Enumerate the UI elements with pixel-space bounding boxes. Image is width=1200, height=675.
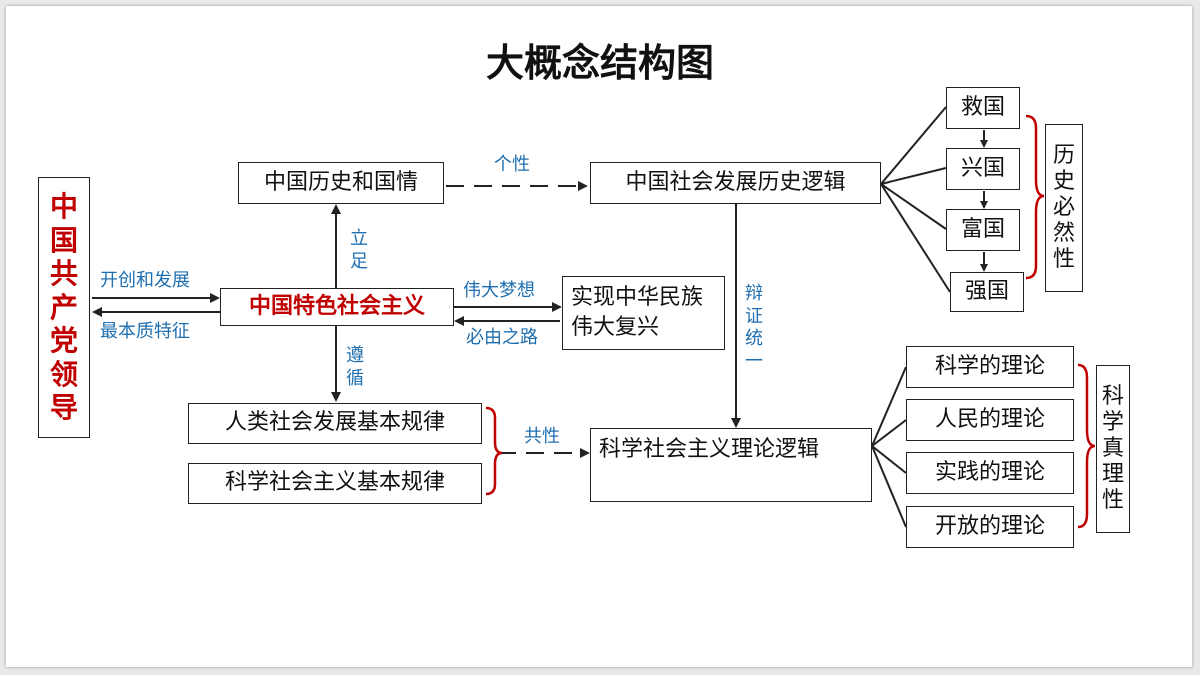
edge-label-foothold: 立足 [350, 228, 368, 272]
socialism-label: 中国特色社会主义 [248, 293, 425, 319]
sci-soc-law-box: 科学社会主义基本规律 [188, 463, 482, 504]
nation-step-label: 强国 [964, 278, 1009, 304]
page-title: 大概念结构图 [485, 41, 714, 85]
socialism-box: 中国特色社会主义 [220, 288, 454, 326]
edge-label-pioneer: 开创和发展 [100, 270, 190, 291]
nation-step-prosper: 兴国 [946, 148, 1020, 190]
nation-step-label: 富国 [960, 216, 1005, 242]
nation-step-label: 救国 [960, 94, 1005, 120]
theory-label: 实践的理论 [934, 459, 1045, 485]
theory-scientific: 科学的理论 [906, 346, 1074, 388]
theory-logic-box: 科学社会主义理论逻辑 [590, 428, 872, 502]
historical-logic-box: 中国社会发展历史逻辑 [590, 162, 881, 204]
historical-necessity-label: 历史必然性 [1052, 143, 1075, 272]
scientific-truth-label: 科学真理性 [1101, 384, 1124, 513]
edge-label-dialectical: 辩证统一 [745, 283, 763, 372]
edge-label-great-dream: 伟大梦想 [463, 280, 535, 301]
theory-practice: 实践的理论 [906, 452, 1074, 494]
nation-step-enrich: 富国 [946, 209, 1020, 251]
theory-label: 科学的理论 [934, 353, 1045, 379]
edge-label-commonality: 共性 [524, 426, 560, 447]
history-nation-label: 中国历史和国情 [263, 169, 418, 195]
human-law-box: 人类社会发展基本规律 [188, 403, 482, 444]
nation-step-save: 救国 [946, 87, 1020, 129]
theory-people: 人民的理论 [906, 399, 1074, 441]
rejuvenation-label: 实现中华民族伟大复兴 [571, 285, 704, 340]
theory-label: 人民的理论 [934, 406, 1045, 432]
party-leadership-label: 中国共产党领导 [49, 189, 78, 425]
rejuvenation-box: 实现中华民族伟大复兴 [562, 276, 725, 350]
edge-label-individuality: 个性 [494, 154, 530, 175]
edge-label-must-path: 必由之路 [466, 327, 538, 348]
theory-open: 开放的理论 [906, 506, 1074, 548]
sci-soc-law-label: 科学社会主义基本规律 [224, 470, 445, 496]
nation-step-strengthen: 强国 [950, 272, 1024, 312]
theory-label: 开放的理论 [934, 513, 1045, 539]
historical-necessity-box: 历史必然性 [1045, 124, 1083, 292]
theory-logic-label: 科学社会主义理论逻辑 [599, 437, 820, 462]
nation-step-label: 兴国 [960, 155, 1005, 181]
scientific-truth-box: 科学真理性 [1096, 365, 1130, 533]
party-leadership-box: 中国共产党领导 [38, 177, 90, 438]
human-law-label: 人类社会发展基本规律 [224, 410, 445, 436]
history-nation-box: 中国历史和国情 [238, 162, 444, 204]
edge-label-follow: 遵循 [346, 345, 364, 389]
edge-label-essence: 最本质特征 [100, 321, 190, 342]
historical-logic-label: 中国社会发展历史逻辑 [625, 169, 846, 195]
